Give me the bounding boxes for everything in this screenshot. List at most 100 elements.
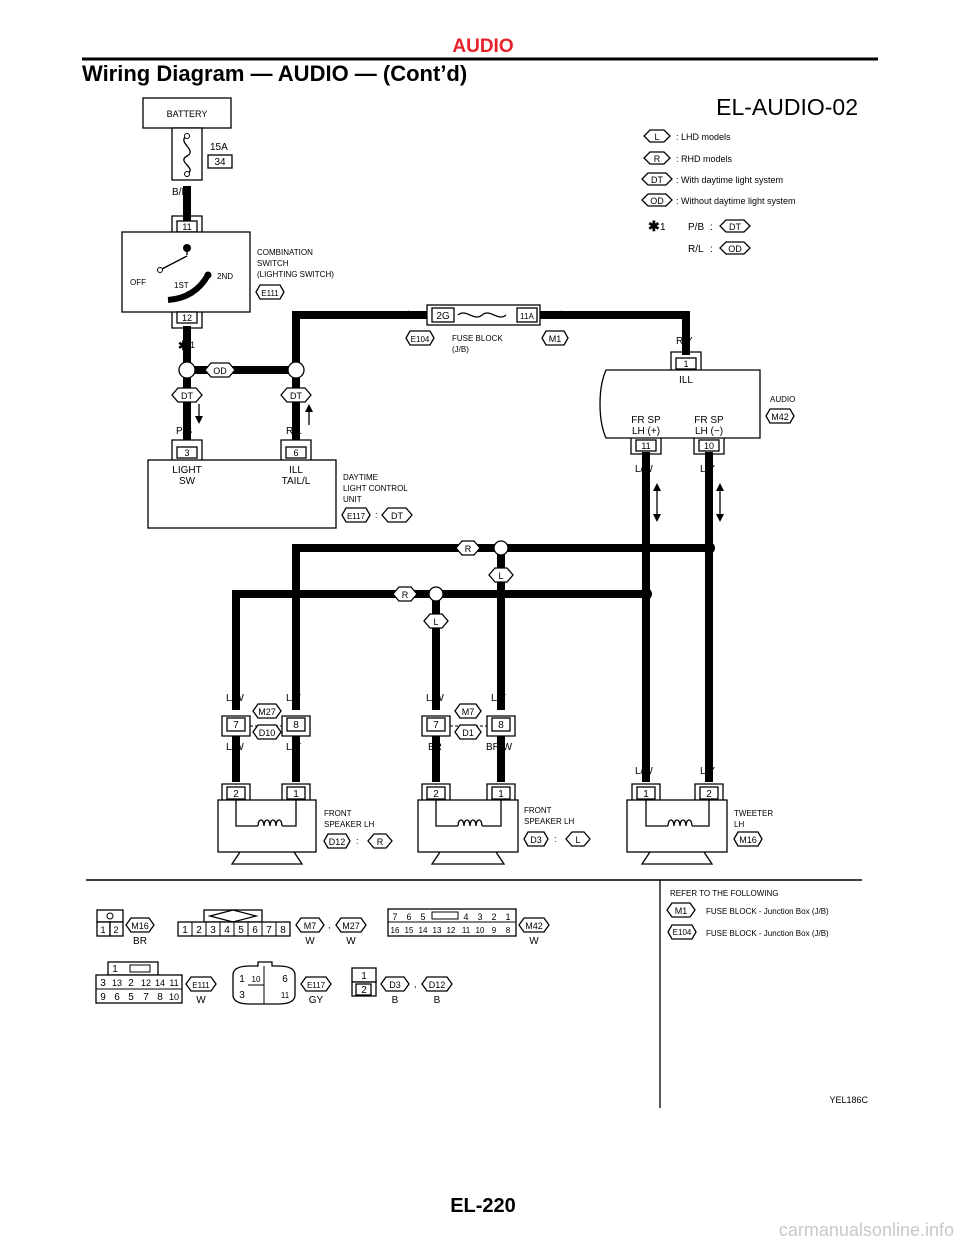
option-tag: OD (213, 366, 227, 376)
connector-id: M16 (131, 921, 149, 931)
option-tag: DT (181, 391, 193, 401)
svg-text:LIGHT CONTROL: LIGHT CONTROL (343, 484, 408, 493)
page-number: EL-220 (450, 1195, 516, 1217)
svg-text::: : (375, 510, 378, 520)
svg-text:3: 3 (100, 978, 106, 989)
option-tag: R (377, 837, 384, 847)
wire-color: L/Y (700, 464, 715, 475)
switch-pos-1st: 1ST (174, 281, 189, 290)
connector-id: E117 (307, 981, 326, 990)
wire-color: BR (428, 742, 442, 753)
svg-text:UNIT: UNIT (343, 495, 362, 504)
terminal-id: 2G (436, 311, 450, 322)
svg-text:FR SP: FR SP (694, 415, 724, 426)
option-tag: DT (290, 391, 302, 401)
pin-number: 2 (706, 789, 712, 800)
svg-text:11: 11 (281, 991, 290, 1000)
option-tag: R (465, 544, 472, 554)
svg-text:SWITCH: SWITCH (257, 259, 289, 268)
legend-item: OD : Without daytime light system (641, 193, 796, 207)
svg-text:LH (−): LH (−) (695, 426, 723, 437)
legend-text: : Without daytime light system (676, 196, 796, 206)
svg-text:11: 11 (169, 978, 178, 988)
svg-text:ILL: ILL (289, 465, 303, 476)
svg-text:SW: SW (179, 476, 196, 487)
wire-color: R/Y (552, 310, 569, 321)
connector-id: D3 (389, 980, 401, 990)
option-tag: L (498, 571, 503, 581)
svg-text:11: 11 (462, 926, 471, 935)
option-tag: L (575, 835, 580, 845)
svg-text:2: 2 (361, 985, 367, 996)
refer-heading: REFER TO THE FOLLOWING (670, 889, 778, 898)
joint-connector-m7-d1: L/W L/Y 7 8 M7 D1 BR BR/W (421, 693, 516, 753)
svg-text:1: 1 (112, 964, 118, 975)
option-tag: R (402, 590, 409, 600)
wire-color: L/W (635, 464, 653, 475)
svg-text:3: 3 (477, 912, 482, 922)
star-number: 1 (190, 340, 195, 350)
svg-text:COMBINATION: COMBINATION (257, 248, 313, 257)
connector-id: D12 (429, 980, 446, 990)
legend: L : LHD models R : RHD models DT : With … (641, 129, 796, 255)
svg-text:8: 8 (157, 992, 163, 1003)
svg-text:DAYTIME: DAYTIME (343, 473, 378, 482)
option-tag: L (433, 617, 438, 627)
splice-dot (640, 588, 652, 600)
signal-arrow-icon (716, 483, 724, 491)
svg-text:1: 1 (182, 925, 188, 936)
connector-face-d3-d12: 1 2 D3 , D12 B B (351, 967, 453, 1006)
svg-text:TWEETER: TWEETER (734, 809, 773, 818)
connector-face-e117: 1 10 6 3 11 E117 GY (232, 961, 332, 1006)
svg-text:1: 1 (239, 974, 245, 985)
svg-text:6: 6 (114, 992, 120, 1003)
svg-text:OD: OD (728, 244, 742, 254)
pin-number: 12 (182, 313, 192, 323)
svg-text:4: 4 (463, 912, 468, 922)
legend-tag: OD (650, 196, 664, 206)
option-splice (428, 586, 444, 602)
connector-color: GY (309, 995, 324, 1006)
wire-color: L/W (226, 742, 244, 753)
svg-text:8: 8 (506, 926, 511, 935)
connector-face-e111: 1 3 13 2 12 14 11 9 6 5 7 8 10 E111 W (95, 961, 217, 1006)
connector-id: M1 (675, 906, 688, 916)
svg-text:13: 13 (433, 926, 442, 935)
connector-id: M42 (525, 921, 543, 931)
signal-arrow-icon (716, 514, 724, 522)
legend-item: R : RHD models (643, 151, 733, 165)
wire-color: L/Y (286, 693, 301, 704)
refer-list: REFER TO THE FOLLOWING M1 FUSE BLOCK - J… (666, 889, 829, 940)
svg-text::: : (710, 222, 713, 233)
connector-id: E111 (192, 981, 210, 990)
star-icon: ✱ (648, 218, 660, 234)
pin-number: 11 (182, 222, 191, 232)
svg-text:7: 7 (143, 992, 149, 1003)
signal-arrow-icon (305, 404, 313, 412)
legend-star-note: ✱ 1 P/B : DT R/L : OD (648, 218, 751, 255)
pin-number: 6 (293, 448, 298, 458)
connector-face-m42: 7 6 5 4 3 2 1 16 15 14 13 12 11 10 9 8 M… (387, 908, 550, 947)
tweeter-lh: L/W L/Y 1 2 TWEETER LH M16 (626, 766, 773, 865)
star-number: 1 (660, 222, 666, 233)
wire-color: L/Y (286, 742, 301, 753)
svg-text:10: 10 (476, 926, 485, 935)
connector-face-m7-m27: 1 2 3 4 5 6 7 8 M7 , M27 W W (177, 909, 367, 947)
svg-text:15: 15 (405, 926, 414, 935)
connector-id: M1 (549, 334, 562, 344)
svg-text:13: 13 (112, 978, 122, 988)
connector-id: D1 (462, 728, 474, 738)
joint-connector-m27-d10: L/W L/Y 7 8 M27 D10 L/W L/Y (221, 693, 311, 753)
svg-text:SPEAKER LH: SPEAKER LH (524, 817, 574, 826)
svg-text:12: 12 (447, 926, 456, 935)
speaker-coil-icon (257, 819, 283, 827)
switch-pos-2nd: 2ND (217, 272, 233, 281)
svg-text:(LIGHTING SWITCH): (LIGHTING SWITCH) (257, 270, 334, 279)
connector-face-m16: 1 2 M16 BR (96, 909, 155, 947)
connector-id: D12 (329, 837, 346, 847)
svg-text:4: 4 (224, 925, 230, 936)
battery: BATTERY 15A 34 B/R (142, 97, 233, 198)
pin-number: 8 (293, 720, 299, 731)
svg-text:SPEAKER LH: SPEAKER LH (324, 820, 374, 829)
